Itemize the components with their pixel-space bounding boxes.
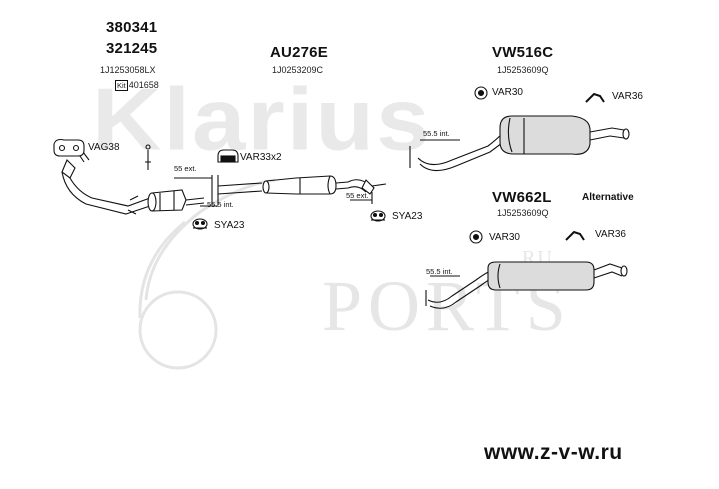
footer-url: www.z-v-w.ru [484, 441, 623, 464]
oem-number-left: 1J1253058LX [100, 65, 156, 75]
hanger-var30-bottom-icon [469, 230, 483, 244]
rear-silencer-top [409, 115, 630, 172]
hanger-var30-top-icon [474, 86, 488, 100]
dim-55-5-int-bottom: 55.5 int. [426, 267, 453, 276]
bracket-var36-top-icon [585, 92, 605, 103]
label-sya23-right: SYA23 [392, 211, 423, 222]
oem-number-middle: 1J0253209C [272, 65, 324, 75]
dim-55-ext-middle: 55 ext. [346, 191, 369, 200]
label-var33x2: VAR33x2 [240, 152, 282, 163]
bracket-var36-bottom-icon [565, 230, 585, 241]
hanger-sya23-left-icon [192, 218, 208, 230]
part-code-au276e: AU276E [270, 44, 328, 61]
dim-55-5-int-left: 55.5 int. [207, 200, 234, 209]
hanger-sya23-right-icon [370, 210, 386, 222]
clamp-var33-icon [217, 149, 239, 163]
alternative-label: Alternative [582, 192, 634, 203]
oem-number-right-bottom: 1J5253609Q [497, 208, 549, 218]
rear-silencer-bottom [425, 261, 628, 309]
gasket-vag38-icon [53, 138, 85, 157]
label-var36-top: VAR36 [612, 91, 643, 102]
part-code-321245: 321245 [106, 40, 158, 57]
kit-badge: Kit [115, 80, 128, 91]
dim-55-ext-left: 55 ext. [174, 164, 197, 173]
watermark-ring-logo [138, 178, 276, 370]
label-var30-bottom: VAR30 [489, 232, 520, 243]
part-code-380341: 380341 [106, 19, 158, 36]
dim-55-5-int-top: 55.5 int. [423, 129, 450, 138]
front-pipe-catalyst [61, 144, 205, 215]
dimension-markers-left [174, 175, 219, 207]
oem-number-right-top: 1J5253609Q [497, 65, 549, 75]
label-vag38: VAG38 [88, 142, 120, 153]
middle-pipe [217, 175, 387, 195]
dimension-markers-middle [350, 192, 373, 204]
label-var36-bottom: VAR36 [595, 229, 626, 240]
part-code-vw516c: VW516C [492, 44, 554, 61]
part-code-vw662l: VW662L [492, 189, 552, 206]
label-sya23-left: SYA23 [214, 220, 245, 231]
kit-number-value: 401658 [128, 80, 159, 90]
label-var30-top: VAR30 [492, 87, 523, 98]
